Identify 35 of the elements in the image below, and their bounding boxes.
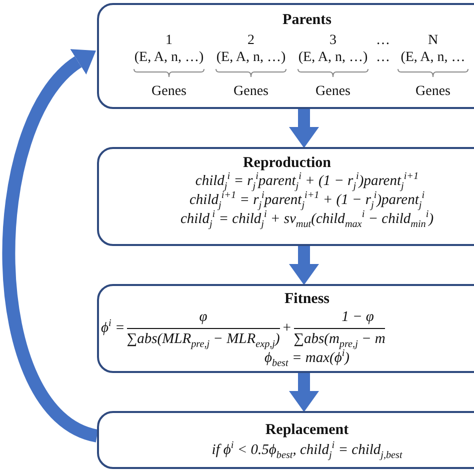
numerator: φ [199, 308, 208, 327]
numerator: 1 − φ [342, 308, 374, 327]
denominator: ∑abs(m$_{pre,j}$ − m [294, 330, 386, 350]
plus-sign: + [282, 319, 292, 338]
process-box [97, 284, 474, 373]
equation: child$_{j}$$^{i}$ = child$_{j}$$^{i}$ + sv$_{mut}$(child$_{max}$$^{i}$ − child$_{min}$$^{i}$) [180, 210, 434, 229]
denominator: ∑abs(MLR$_{pre,j}$ − MLR$_{exp,j}$) [126, 330, 280, 350]
box-title: Fitness [284, 290, 330, 308]
equation: ϕ$^{i}$ = [101, 319, 125, 338]
process-box [97, 411, 474, 469]
index-number: 3 [330, 32, 336, 49]
process-box [97, 3, 474, 109]
box-title: Parents [282, 11, 332, 29]
loop-arrow [2, 48, 100, 442]
box-title: Reproduction [242, 154, 332, 172]
gene-label: Genes [234, 83, 268, 100]
gene-tuple: (E, A, n, … [400, 49, 466, 66]
index-number: 2 [248, 32, 254, 49]
gene-tuple: (E, A, n, …) [216, 49, 286, 66]
ellipsis: … [376, 49, 390, 66]
equation: if ϕ$^{i}$ < 0.5ϕ$_{best}$, child$_{j}$$^{i}$ = child$_{j,best}$ [212, 441, 402, 460]
gene-label: Genes [316, 83, 350, 100]
gene-label: Genes [416, 83, 450, 100]
gene-label: Genes [152, 83, 186, 100]
ellipsis: … [376, 32, 390, 49]
arrow [289, 109, 319, 148]
box-title: Replacement [265, 421, 349, 439]
index-number: 1 [166, 32, 172, 49]
index-number: N [428, 32, 438, 49]
gene-tuple: (E, A, n, …) [298, 49, 368, 66]
arrow [289, 373, 319, 412]
gene-tuple: (E, A, n, …) [134, 49, 204, 66]
process-box [97, 147, 474, 246]
equation: ϕ$_{best}$ = max(ϕ$^{i}$) [264, 349, 350, 368]
arrow [289, 246, 319, 285]
